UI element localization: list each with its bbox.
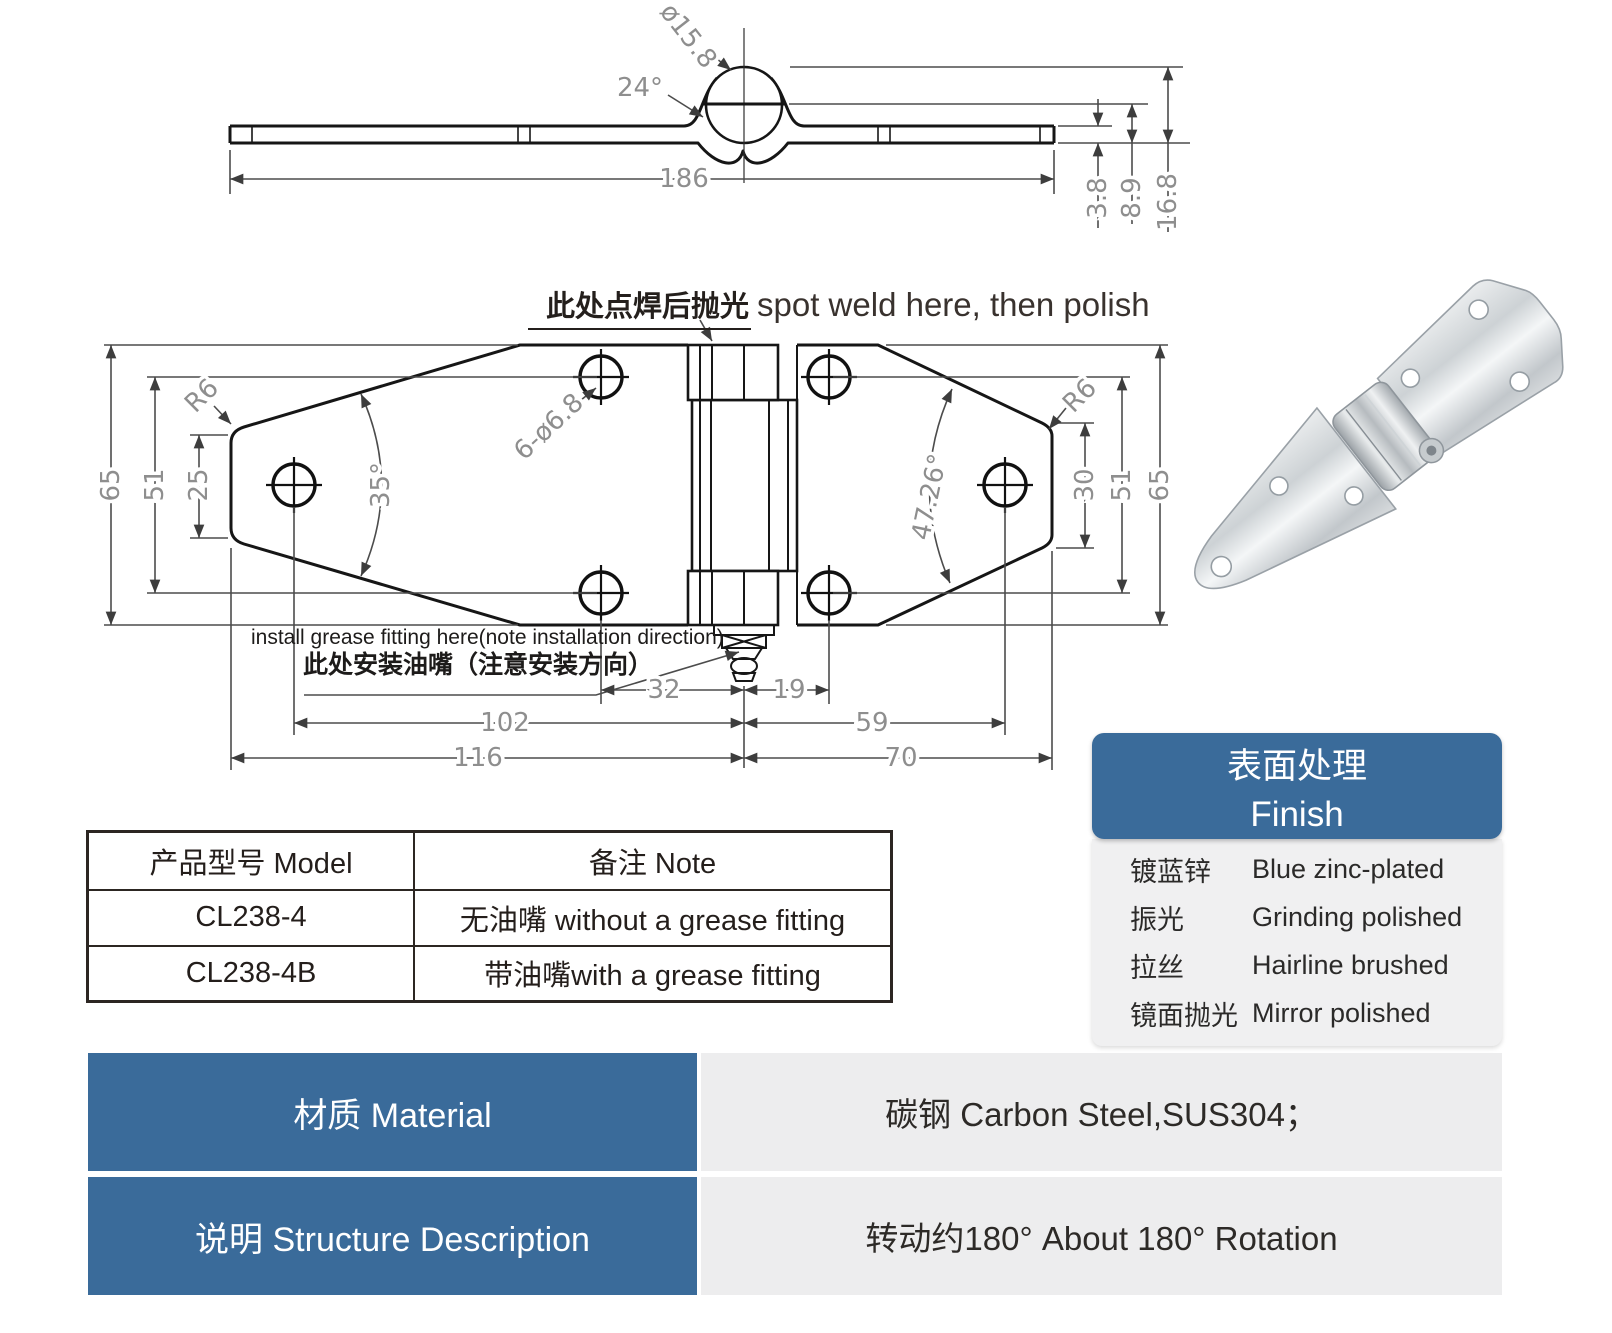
top-view-drawing: 65 51 25 30 51 65 35° 47. [93, 319, 1179, 777]
table-row: CL238-4B 带油嘴with a grease fitting [86, 944, 893, 1003]
structure-description-value: 转动约180° About 180° Rotation [701, 1177, 1502, 1295]
dim-102: 102 [480, 708, 530, 738]
model-cell: CL238-4 [86, 888, 415, 947]
table-row: CL238-4 无油嘴 without a grease fitting [86, 888, 893, 947]
spot-weld-note: 此处点焊后抛光 spot weld here, then polish [528, 283, 1150, 330]
dim-116: 116 [453, 743, 503, 773]
grease-note-zh: 此处安装油嘴（注意安装方向） [303, 651, 654, 680]
grease-fitting-note: install grease fitting here(note install… [251, 626, 724, 680]
dim-radius-right: R6 [1057, 373, 1103, 419]
dim-angle-35: 35° [366, 462, 396, 508]
list-item: 镀蓝锌 Blue zinc-plated [1092, 845, 1502, 893]
list-item: 镜面抛光 Mirror polished [1092, 989, 1502, 1037]
finish-item-en: Blue zinc-plated [1252, 853, 1445, 884]
photo-holes [1210, 299, 1530, 578]
finish-item-zh: 镜面抛光 [1130, 1000, 1238, 1031]
left-plate-outline [229, 343, 688, 627]
dim-right-65: 65 [1145, 468, 1175, 501]
dim-holes-6-d6-8: 6-ø6.8 [508, 388, 589, 467]
dim-right-51: 51 [1107, 468, 1137, 501]
grease-leader [304, 650, 740, 696]
grease-note-en: install grease fitting here(note install… [251, 626, 724, 649]
side-view-drawing: 186 3.8 8.9 16.8 ø15.8 24° [228, 0, 1190, 234]
right-plate-outline [797, 343, 1054, 627]
model-table-header-model: 产品型号 Model [86, 830, 415, 891]
photo-long-plate [1194, 406, 1398, 590]
dim-left-65: 65 [96, 468, 126, 501]
model-cell: CL238-4B [86, 944, 415, 1003]
dim-59: 59 [855, 708, 888, 738]
dim-left-51: 51 [140, 468, 170, 501]
technical-drawing: 186 3.8 8.9 16.8 ø15.8 24° [93, 0, 1190, 777]
finish-item-en: Hairline brushed [1252, 949, 1449, 980]
dim-70: 70 [884, 743, 917, 773]
finish-item-zh: 镀蓝锌 [1130, 856, 1211, 887]
model-table: 产品型号 Model 备注 Note CL238-4 无油嘴 without a… [86, 830, 893, 1003]
dim-pin-diameter: ø15.8 [653, 0, 722, 74]
dim-total-height-16-8: 16.8 [1153, 173, 1183, 231]
dim-19: 19 [772, 675, 805, 705]
spot-weld-leader [699, 319, 713, 342]
mounting-hole-right [977, 457, 1033, 513]
finish-title-en: Finish [1250, 794, 1344, 834]
dim-thickness-3-8: 3.8 [1083, 177, 1113, 218]
grease-fitting [713, 624, 775, 682]
material-label: 材质 Material [88, 1053, 697, 1171]
material-value: 碳钢 Carbon Steel,SUS304； [701, 1053, 1502, 1171]
note-cell: 带油嘴with a grease fitting [413, 944, 893, 1003]
spot-weld-note-en: spot weld here, then polish [757, 286, 1150, 323]
structure-description-label: 说明 Structure Description [88, 1177, 697, 1295]
dim-length-186: 186 [659, 164, 709, 194]
photo-short-plate [1376, 279, 1564, 457]
finish-item-en: Grinding polished [1252, 901, 1463, 932]
list-item: 拉丝 Hairline brushed [1092, 941, 1502, 989]
finish-item-zh: 振光 [1130, 904, 1184, 935]
product-photo [1194, 279, 1564, 590]
finish-panel-header: 表面处理 Finish [1092, 733, 1502, 839]
model-table-header-row: 产品型号 Model 备注 Note [86, 830, 893, 891]
dim-angle-47-26: 47.26° [906, 451, 954, 543]
dim-32: 32 [647, 675, 680, 705]
dim-radius-left: R6 [179, 373, 225, 419]
finish-panel-body: 镀蓝锌 Blue zinc-plated 振光 Grinding polishe… [1092, 839, 1502, 1046]
dim-left-25: 25 [184, 468, 214, 501]
spot-weld-note-zh: 此处点焊后抛光 [528, 283, 752, 330]
dim-mid-height-8-9: 8.9 [1117, 177, 1147, 218]
dim-bend-angle-24: 24° [617, 73, 663, 103]
note-cell: 无油嘴 without a grease fitting [413, 888, 893, 947]
photo-knuckle [1332, 381, 1438, 492]
mounting-hole-left [266, 457, 322, 513]
finish-item-zh: 拉丝 [1130, 952, 1184, 983]
finish-title-zh: 表面处理 [1226, 746, 1367, 786]
list-item: 振光 Grinding polished [1092, 893, 1502, 941]
dim-right-30: 30 [1070, 468, 1100, 501]
model-table-header-note: 备注 Note [413, 830, 893, 891]
hinge-photo [1194, 279, 1564, 590]
finish-item-en: Mirror polished [1252, 997, 1431, 1028]
knuckle-top-view [686, 343, 799, 627]
